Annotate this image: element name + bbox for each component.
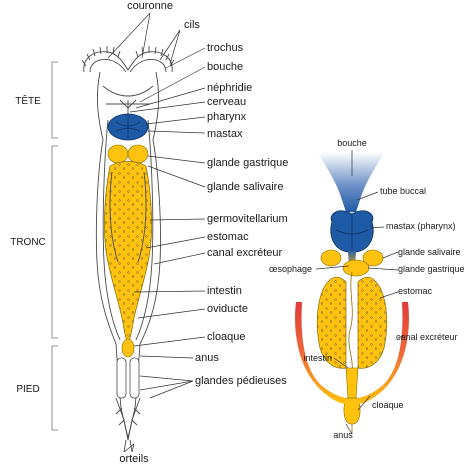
right-label-mastax: mastax (pharynx) bbox=[386, 221, 456, 231]
label-oviduct: oviducte bbox=[207, 303, 248, 315]
right-label-salivary-gland: glande salivaire bbox=[398, 247, 461, 257]
label-mouth: bouche bbox=[207, 61, 243, 73]
label-cilia: cils bbox=[184, 19, 200, 31]
label-anus: anus bbox=[195, 352, 219, 364]
right-label-esophagus: œsophage bbox=[269, 264, 312, 274]
right-leader-lines bbox=[315, 150, 404, 435]
left-leader-lines bbox=[107, 12, 206, 453]
excretory-canal-left bbox=[295, 302, 346, 404]
label-toes: orteils bbox=[119, 453, 149, 465]
left-labels: couronne cils trochus bouche néphridie c… bbox=[119, 0, 288, 465]
label-intestine: intestin bbox=[207, 285, 242, 297]
label-brain: cerveau bbox=[207, 96, 246, 108]
rotifer-body bbox=[81, 46, 175, 453]
label-trochus: trochus bbox=[207, 42, 244, 54]
label-excretory-canal: canal excréteur bbox=[207, 247, 283, 259]
label-pharynx: pharynx bbox=[207, 111, 247, 123]
excretory-canal-right bbox=[358, 302, 409, 404]
section-head-label: TÊTE bbox=[15, 94, 41, 107]
digestive-system bbox=[295, 152, 409, 434]
label-mastax: mastax bbox=[207, 128, 243, 140]
right-label-anus: anus bbox=[333, 430, 353, 440]
section-foot-label: PIED bbox=[16, 384, 39, 395]
label-pedal-glands: glandes pédieuses bbox=[195, 375, 287, 387]
right-label-excretory-canal: canal excréteur bbox=[396, 332, 458, 342]
label-corona: couronne bbox=[127, 0, 173, 12]
corona bbox=[81, 46, 175, 73]
label-cloaca: cloaque bbox=[207, 331, 246, 343]
right-label-buccal-tube: tube buccal bbox=[380, 186, 426, 196]
section-brackets: TÊTE TRONC PIED bbox=[10, 61, 58, 431]
label-stomach: estomac bbox=[207, 231, 249, 243]
right-label-intestine: intestin bbox=[303, 353, 332, 363]
right-labels: bouche tube buccal mastax (pharynx) glan… bbox=[269, 138, 465, 440]
label-salivary-gland: glande salivaire bbox=[207, 181, 283, 193]
section-trunk-label: TRONC bbox=[10, 237, 46, 248]
right-label-mouth: bouche bbox=[337, 138, 367, 148]
right-label-cloaca: cloaque bbox=[372, 400, 404, 410]
label-gastric-gland: glande gastrique bbox=[207, 157, 288, 169]
right-label-gastric-gland: glande gastrique bbox=[398, 264, 465, 274]
label-nephridium: néphridie bbox=[207, 82, 252, 94]
label-germovitellarium: germovitellarium bbox=[207, 213, 288, 225]
right-label-stomach: estomac bbox=[398, 286, 433, 296]
